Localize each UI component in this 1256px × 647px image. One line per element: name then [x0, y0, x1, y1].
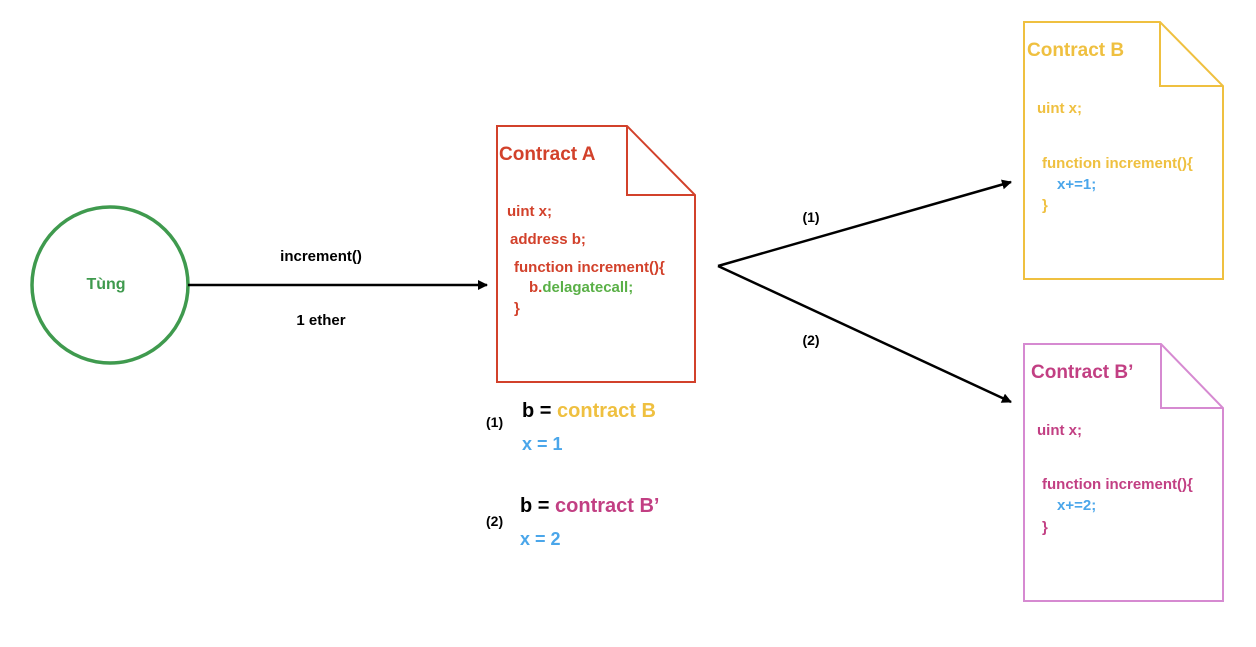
result-case-2: (2) b = contract B’ x = 2 [486, 495, 659, 549]
result-case-2-x: x = 2 [520, 529, 561, 549]
contract-b-uint: uint x; [1037, 100, 1082, 117]
result-case-1-b-prefix: b = [522, 400, 557, 422]
contract-b-prime-close: } [1042, 519, 1048, 536]
contract-b-function: function increment(){ [1042, 155, 1193, 172]
result-case-2-b-prefix: b = [520, 495, 555, 517]
contract-a-close: } [514, 300, 520, 317]
result-case-1-label: (1) [486, 414, 503, 430]
result-case-1-b-value: contract B [557, 400, 656, 422]
contract-a-document: Contract A uint x; address b; function i… [496, 125, 696, 383]
contract-a-fold [626, 126, 695, 196]
contract-a-function: function increment(){ [514, 259, 665, 276]
branch-label-upper: (1) [802, 209, 819, 225]
contract-a-address: address b; [510, 231, 586, 248]
contract-a-call-method: delagatecall; [542, 279, 633, 296]
branch-label-lower: (2) [802, 332, 819, 348]
contract-a-title: Contract A [499, 144, 596, 165]
branch-arrows: (1) (2) [717, 179, 1012, 404]
contract-a-call-line: b.delagatecall; [529, 279, 633, 296]
contract-b-prime-fold [1160, 344, 1223, 409]
result-case-2-assignment: b = contract B’ [520, 495, 659, 517]
contract-b-title: Contract B [1027, 40, 1124, 61]
branch-arrow-upper [717, 179, 1012, 268]
branch-arrow-lower [717, 264, 1012, 404]
contract-b-prime-function: function increment(){ [1042, 476, 1193, 493]
contract-a-call-prefix: b. [529, 279, 542, 296]
contract-b-fold [1159, 22, 1223, 87]
contract-b-prime-uint: uint x; [1037, 422, 1082, 439]
contract-a-uint: uint x; [507, 203, 552, 220]
contract-b-prime-body: x+=2; [1057, 497, 1096, 514]
contract-a-page [496, 125, 696, 383]
contract-b-close: } [1042, 197, 1048, 214]
contract-b-document: Contract B uint x; function increment(){… [1023, 21, 1224, 280]
result-case-1-assignment: b = contract B [522, 400, 656, 422]
user-name: Tùng [86, 276, 125, 293]
call-function-label: increment() [280, 248, 362, 265]
contract-b-prime-title: Contract B’ [1031, 362, 1133, 383]
result-case-1: (1) b = contract B x = 1 [486, 400, 656, 454]
result-case-1-x: x = 1 [522, 434, 563, 454]
result-case-2-b-value: contract B’ [555, 495, 659, 517]
contract-b-body: x+=1; [1057, 176, 1096, 193]
result-case-2-label: (2) [486, 513, 503, 529]
contract-b-prime-document: Contract B’ uint x; function increment()… [1023, 343, 1224, 602]
call-value-label: 1 ether [296, 312, 345, 329]
call-arrow: increment() 1 ether [188, 248, 488, 329]
user-node: Tùng [30, 205, 190, 365]
